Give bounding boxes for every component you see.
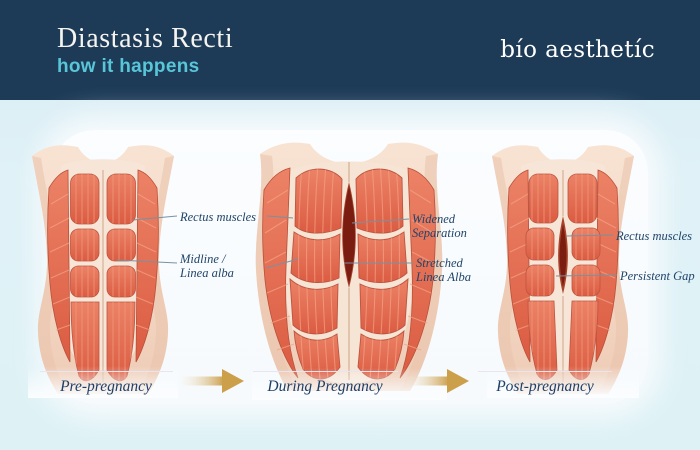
label-text: Persistent Gap xyxy=(620,269,695,283)
label-line1: Midline / xyxy=(180,252,226,266)
header-titles: Diastasis Recti how it happens xyxy=(57,22,234,77)
label-stretched-linea-alba: Stretched Linea Alba xyxy=(416,256,471,284)
page-title: Diastasis Recti xyxy=(57,22,234,54)
pre-pregnancy-abdomen-illustration xyxy=(28,145,178,398)
post-pregnancy-abdomen-illustration xyxy=(487,145,639,398)
label-line1: Widened xyxy=(412,212,456,226)
stage-label-pre-pregnancy: Pre-pregnancy xyxy=(60,378,152,395)
during-pregnancy-abdomen-illustration xyxy=(252,142,447,400)
brand-logo: bío aesthetíc xyxy=(500,37,655,63)
arrow-right-icon xyxy=(407,369,469,393)
label-widened-separation: Widened Separation xyxy=(412,212,467,240)
label-line2: Linea Alba xyxy=(416,270,471,284)
stage-label-post-pregnancy: Post-pregnancy xyxy=(496,378,594,395)
label-line2: Separation xyxy=(412,226,467,240)
label-rectus-muscles-right: Rectus muscles xyxy=(616,229,692,243)
label-text: Rectus muscles xyxy=(180,210,257,224)
label-line1: Stretched xyxy=(416,256,463,270)
divider-during xyxy=(253,371,398,372)
page-subtitle: how it happens xyxy=(57,55,200,77)
label-rectus-muscles-left: Rectus muscles xyxy=(180,210,256,224)
divider-pre xyxy=(40,371,173,372)
label-text: Rectus muscles xyxy=(616,229,693,243)
divider-post xyxy=(478,371,612,372)
label-persistent-gap: Persistent Gap xyxy=(620,269,695,283)
arrow-right-icon xyxy=(182,369,244,393)
header-bar: Diastasis Recti how it happens bío aesth… xyxy=(0,0,700,100)
label-midline-linea-alba: Midline / Linea alba xyxy=(180,252,234,280)
stage-label-during-pregnancy: During Pregnancy xyxy=(267,378,383,395)
label-line2: Linea alba xyxy=(180,266,234,280)
